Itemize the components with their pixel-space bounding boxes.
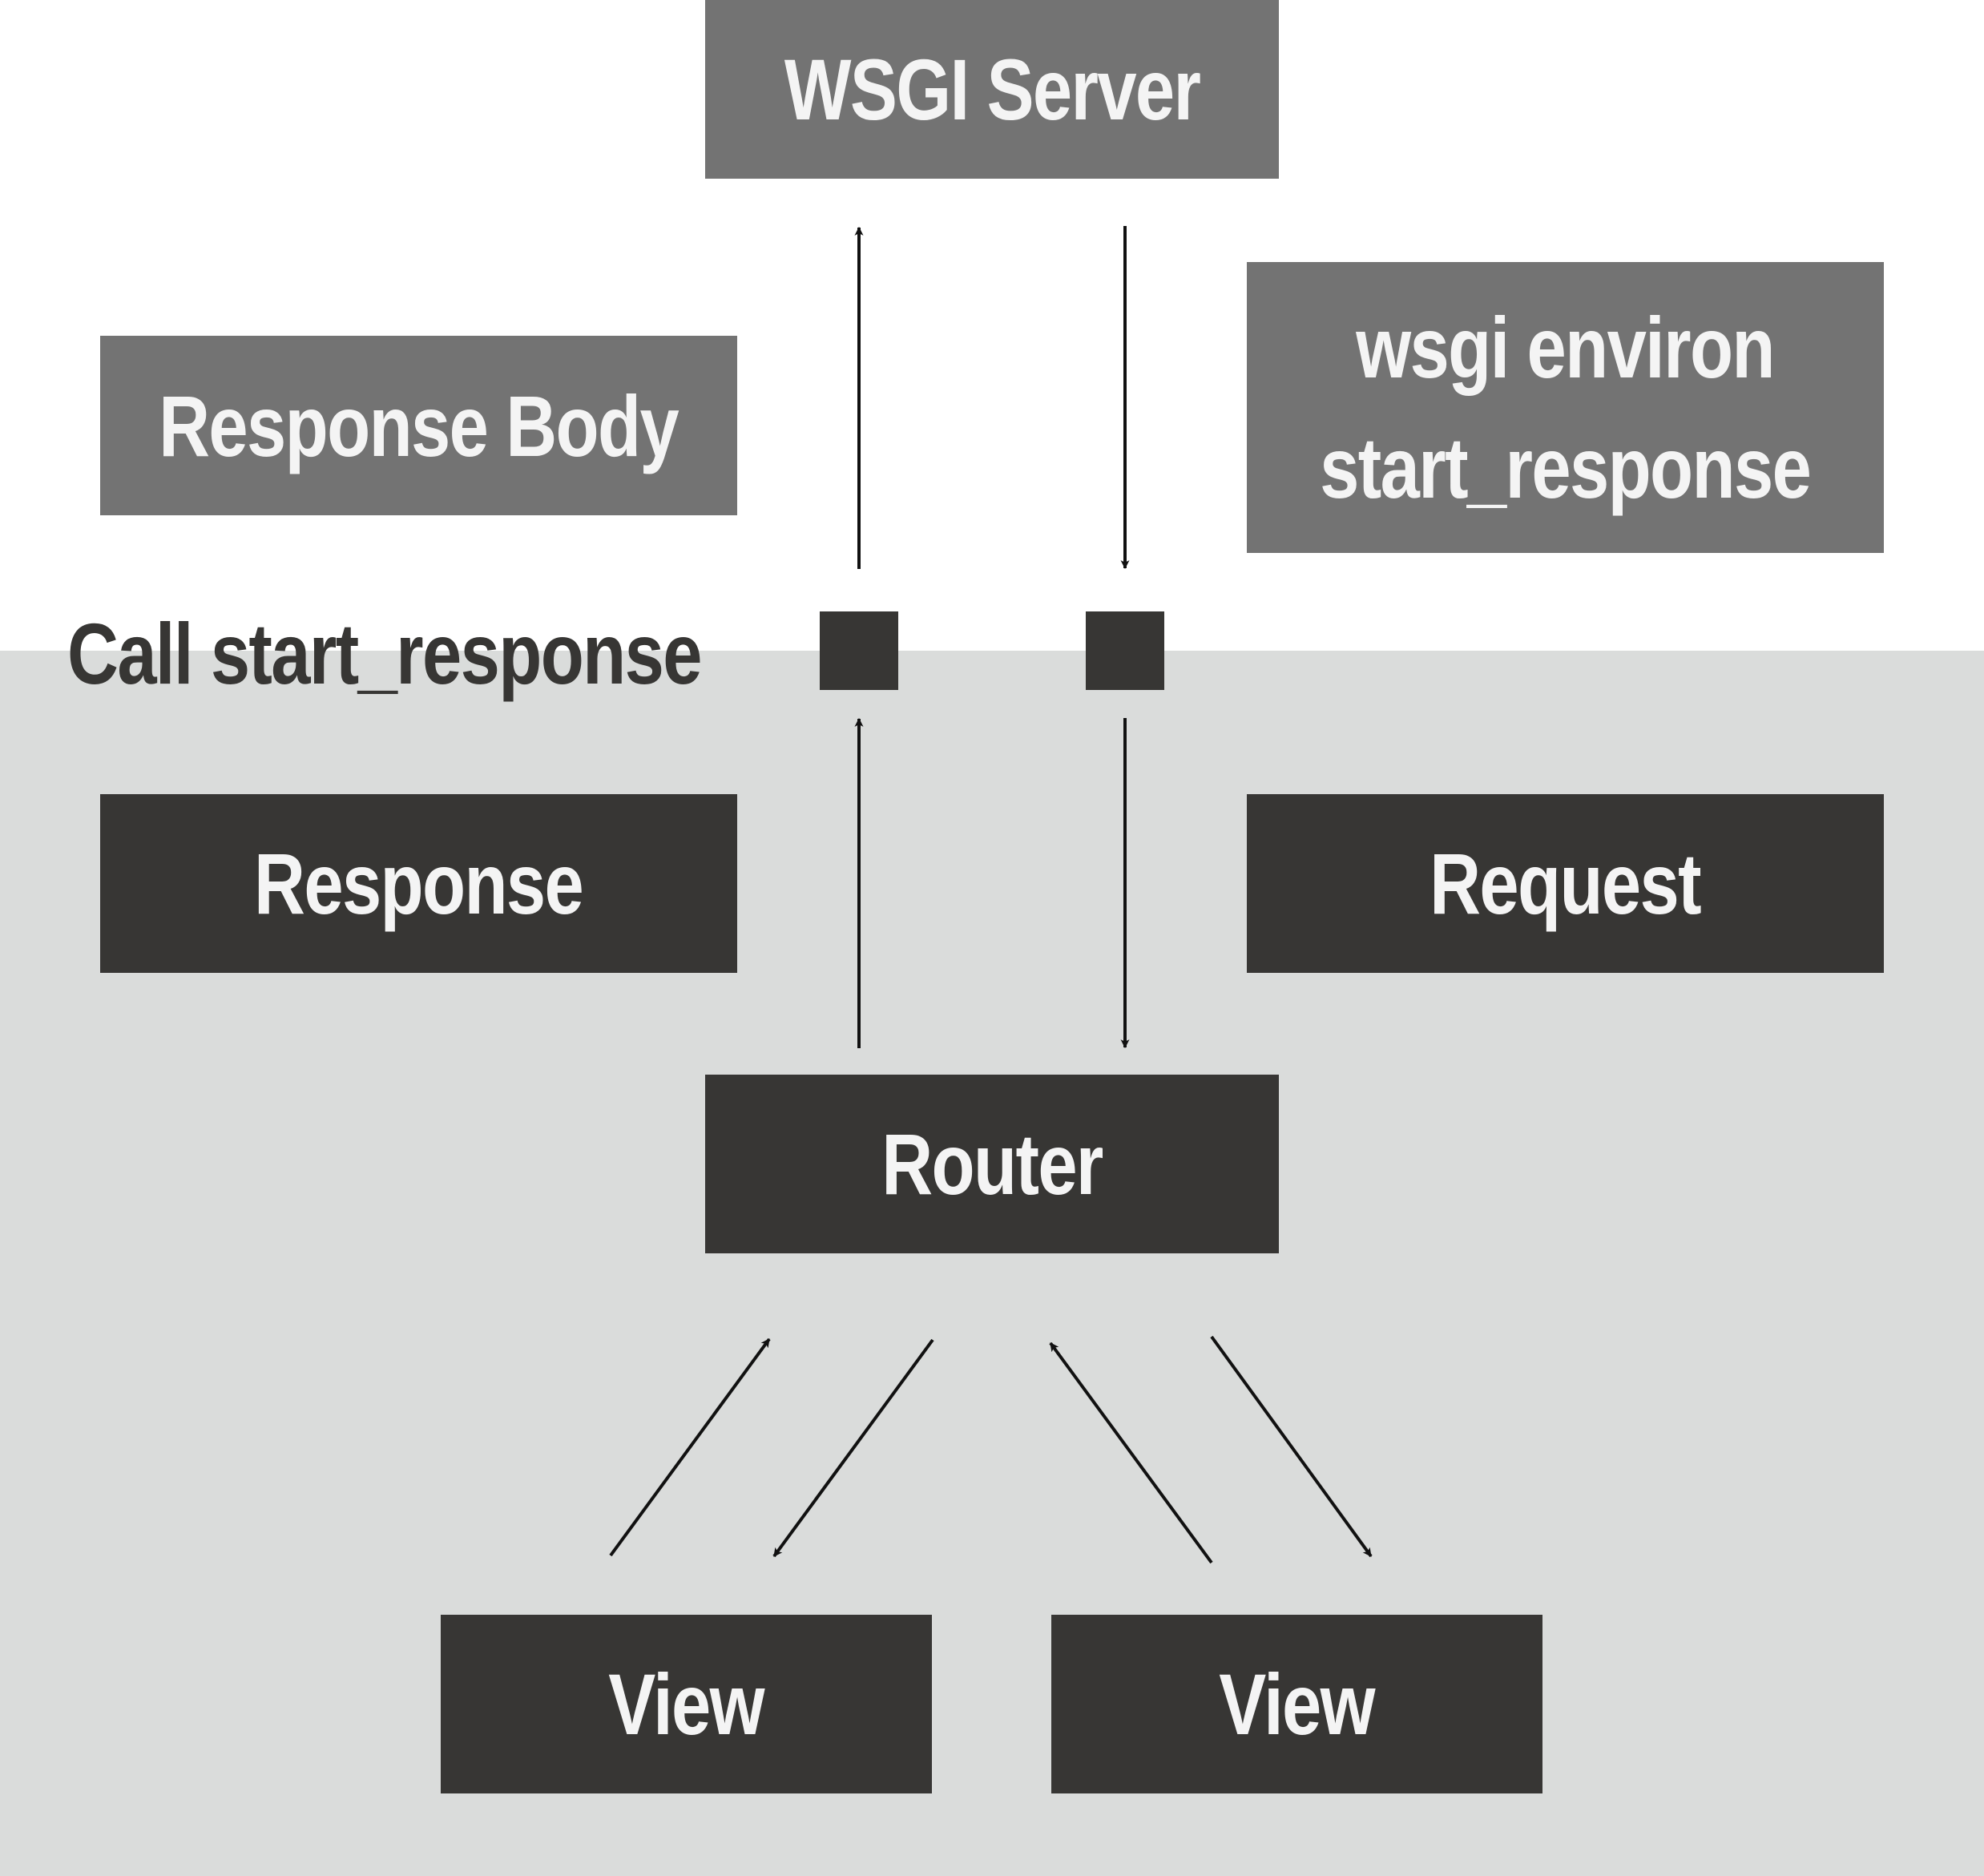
left-junction-node	[820, 611, 898, 690]
router-box: Router	[705, 1075, 1279, 1253]
view-left-label: View	[608, 1656, 765, 1753]
arrow-view-right-to-router	[1049, 1341, 1213, 1564]
router-label: Router	[881, 1116, 1103, 1212]
response-body-label: Response Body	[159, 377, 680, 474]
right-junction-node	[1086, 611, 1164, 690]
view-left-box: View	[441, 1615, 932, 1793]
view-right-box: View	[1051, 1615, 1542, 1793]
request-box: Request	[1247, 794, 1884, 973]
response-label: Response	[254, 835, 584, 932]
arrow-view-left-to-router	[609, 1337, 771, 1557]
view-right-label: View	[1219, 1656, 1376, 1753]
wsgi-environ-label: wsgi environ	[1356, 298, 1776, 396]
wsgi-server-label: WSGI Server	[784, 41, 1201, 138]
arrow-router-to-view-left	[772, 1338, 934, 1558]
wsgi-environ-box: wsgi environ start_response	[1247, 262, 1884, 553]
call-start-response-label: Call start_response	[67, 605, 702, 702]
request-label: Request	[1430, 835, 1703, 932]
arrow-router-to-view-right	[1210, 1335, 1373, 1558]
response-box: Response	[100, 794, 737, 973]
response-body-box: Response Body	[100, 336, 737, 515]
start-response-label: start_response	[1320, 418, 1812, 516]
wsgi-server-box: WSGI Server	[705, 0, 1279, 179]
